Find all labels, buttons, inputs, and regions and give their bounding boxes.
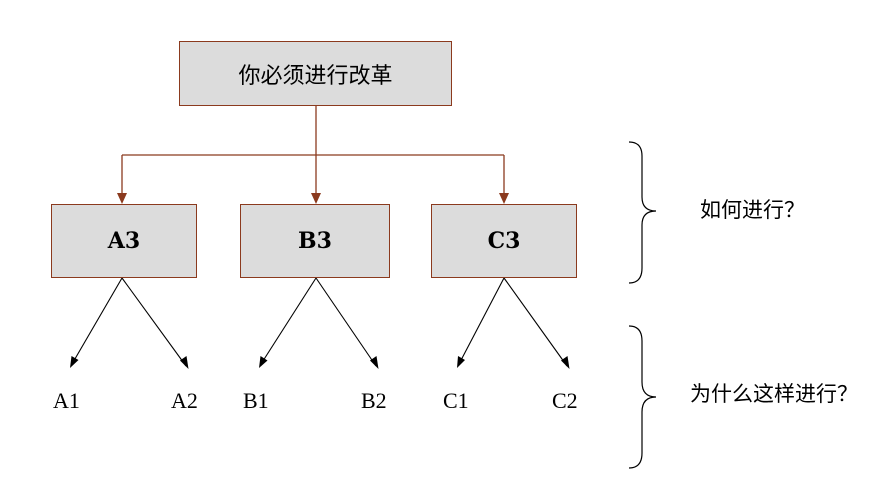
arrowhead-a2 [180, 356, 189, 369]
leaf-a2: A2 [171, 388, 198, 413]
branch-box-a3: A3 [51, 204, 197, 278]
branch-label-a3: A3 [107, 228, 141, 254]
leaf-a1: A1 [53, 388, 80, 413]
arrow-c3-c2 [503, 277, 568, 367]
root-label: 你必须进行改革 [238, 63, 393, 89]
leaf-arrows [70, 277, 570, 369]
arrow-b3-b1 [260, 277, 317, 365]
arrowhead-c1 [457, 356, 465, 368]
braces [628, 141, 657, 469]
leaf-c1: C1 [443, 388, 469, 413]
leaf-b1: B1 [243, 388, 269, 413]
arrow-a3-a1 [71, 277, 123, 365]
root-box: 你必须进行改革 [179, 41, 452, 106]
root-arrowheads [117, 193, 509, 204]
arrowhead-b3 [311, 193, 321, 204]
brace-how [628, 141, 657, 284]
root-connectors [121, 106, 505, 196]
arrow-b3-b2 [315, 277, 377, 367]
leaf-c2: C2 [552, 388, 578, 413]
branch-label-c3: C3 [487, 228, 521, 254]
branch-box-c3: C3 [431, 204, 577, 278]
arrowhead-a1 [70, 356, 79, 368]
brace-why [628, 325, 657, 469]
arrow-a3-a2 [121, 277, 187, 367]
leaf-b2: B2 [361, 388, 387, 413]
arrowhead-b1 [259, 356, 268, 368]
arrowhead-c2 [561, 356, 570, 369]
branch-box-b3: B3 [240, 204, 390, 278]
arrowhead-b2 [370, 356, 379, 369]
annotation-why: 为什么这样进行？ [690, 382, 858, 406]
branch-label-b3: B3 [298, 228, 332, 254]
arrow-c3-c1 [458, 277, 505, 365]
annotation-how: 如何进行？ [700, 198, 805, 222]
arrowhead-a3 [117, 193, 127, 204]
arrowhead-c3 [499, 193, 509, 204]
